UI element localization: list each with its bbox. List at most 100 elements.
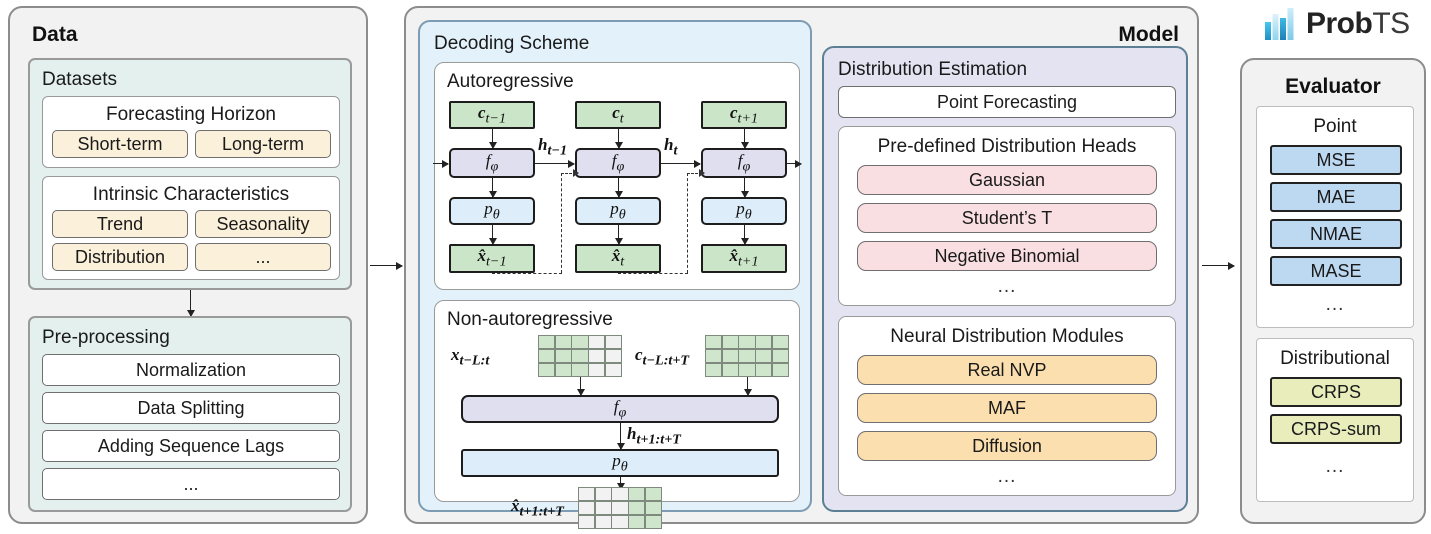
model-panel-title: Model <box>1118 23 1179 46</box>
logo-text-ts: TS <box>1372 7 1410 40</box>
neural-modules-title: Neural Distribution Modules <box>890 326 1124 347</box>
ar-feedback-arrowhead-2 <box>699 168 705 177</box>
logo-text-prob: Prob <box>1306 7 1373 40</box>
ar-encoder-node-3: fφ <box>701 148 787 178</box>
ar-context-node-2: ct <box>575 101 661 129</box>
arrow-datasets-to-preprocessing <box>186 290 195 317</box>
chip-preprocessing-more[interactable]: ... <box>42 468 340 500</box>
ar-arrow-p2-x2 <box>614 225 623 245</box>
ar-arrow-f1-p1 <box>488 178 497 198</box>
ar-context-node-3: ct+1 <box>701 101 787 129</box>
chip-mse[interactable]: MSE <box>1270 145 1402 175</box>
datasets-title: Datasets <box>42 69 117 90</box>
ar-encoder-node-2: fφ <box>575 148 661 178</box>
chip-diffusion[interactable]: Diffusion <box>857 431 1157 461</box>
chip-real-nvp[interactable]: Real NVP <box>857 355 1157 385</box>
ar-feedback-path-1 <box>492 273 562 274</box>
ar-arrow-c1-f1 <box>488 129 497 149</box>
evaluator-panel: Evaluator Point MSE MAE NMAE MASE ... Di… <box>1240 58 1426 524</box>
ar-output-node-1: x̂t−1 <box>449 244 535 273</box>
chip-point-forecasting[interactable]: Point Forecasting <box>838 86 1176 118</box>
chip-long-term[interactable]: Long-term <box>195 130 331 158</box>
ar-feedback-entry-1 <box>561 173 576 174</box>
nar-output-label: x̂t+1:t+T <box>511 496 564 520</box>
distribution-estimation-title: Distribution Estimation <box>838 59 1028 80</box>
model-panel: Model Decoding Scheme Autoregressive ct−… <box>404 6 1199 529</box>
distribution-estimation-group: Distribution Estimation Point Forecastin… <box>822 46 1188 512</box>
nar-hidden-label: ht+1:t+T <box>627 424 681 448</box>
evaluator-distributional-box: Distributional CRPS CRPS-sum ... <box>1256 338 1414 502</box>
datasets-group: Datasets Forecasting Horizon Short-term … <box>28 58 352 290</box>
chip-students-t[interactable]: Student’s T <box>857 203 1157 233</box>
chip-data-splitting[interactable]: Data Splitting <box>42 392 340 424</box>
ar-arrow-c2-f2 <box>614 129 623 149</box>
preprocessing-group: Pre-processing Normalization Data Splitt… <box>28 316 352 512</box>
chip-mae[interactable]: MAE <box>1270 182 1402 212</box>
nar-encoder-node: fφ <box>461 395 779 423</box>
evaluator-point-title: Point <box>1313 116 1357 137</box>
chip-intrinsic-more[interactable]: ... <box>195 243 331 271</box>
autoregressive-title: Autoregressive <box>447 71 574 92</box>
chip-gaussian[interactable]: Gaussian <box>857 165 1157 195</box>
autoregressive-box: Autoregressive ct−1 fφ pθ x̂t−1 ct fφ pθ <box>433 62 802 290</box>
chip-seasonality[interactable]: Seasonality <box>195 210 331 238</box>
bar-chart-logo-icon <box>1265 8 1294 40</box>
nar-arrow-c-to-f <box>743 377 752 396</box>
intrinsic-characteristics-box: Intrinsic Characteristics Trend Seasonal… <box>42 176 340 280</box>
chip-adding-sequence-lags[interactable]: Adding Sequence Lags <box>42 430 340 462</box>
chip-normalization[interactable]: Normalization <box>42 354 340 386</box>
ar-arrow-c3-f3 <box>740 129 749 149</box>
chip-trend[interactable]: Trend <box>52 210 188 238</box>
data-panel: Data Datasets Forecasting Horizon Short-… <box>8 6 368 524</box>
ar-dist-node-2: pθ <box>575 197 661 225</box>
chip-crps[interactable]: CRPS <box>1270 377 1402 407</box>
ar-context-node-1: ct−1 <box>449 101 535 129</box>
chip-negative-binomial[interactable]: Negative Binomial <box>857 241 1157 271</box>
chip-maf[interactable]: MAF <box>857 393 1157 423</box>
forecasting-horizon-box: Forecasting Horizon Short-term Long-term <box>42 96 340 168</box>
predefined-heads-box: Pre-defined Distribution Heads Gaussian … <box>838 126 1176 306</box>
forecasting-horizon-title: Forecasting Horizon <box>105 104 277 125</box>
ar-output-node-2: x̂t <box>575 244 661 273</box>
preprocessing-title: Pre-processing <box>42 327 170 348</box>
ar-arrow-f3-p3 <box>740 178 749 198</box>
ar-feedback-riser-1 <box>561 173 562 273</box>
evaluator-panel-title: Evaluator <box>1285 75 1381 98</box>
ar-hidden-label-2: ht <box>664 135 678 159</box>
ar-arrow-h1 <box>535 159 575 168</box>
ar-feedback-entry-2 <box>687 173 702 174</box>
chip-short-term[interactable]: Short-term <box>52 130 188 158</box>
ar-dist-node-1: pθ <box>449 197 535 225</box>
ar-arrow-h2 <box>661 159 701 168</box>
nar-context-grid <box>705 335 789 377</box>
non-autoregressive-title: Non-autoregressive <box>447 309 613 330</box>
ar-arrow-in <box>433 159 449 168</box>
neural-modules-box: Neural Distribution Modules Real NVP MAF… <box>838 316 1176 496</box>
evaluator-distributional-title: Distributional <box>1280 348 1390 369</box>
non-autoregressive-box: Non-autoregressive xt−L:t ct−L:t+T <box>434 300 800 529</box>
ar-arrow-p1-x1 <box>488 225 497 245</box>
arrow-model-to-evaluator <box>1202 261 1235 270</box>
probts-logo: ProbTS <box>1265 8 1410 40</box>
ar-feedback-riser-2 <box>687 173 688 273</box>
chip-nmae[interactable]: NMAE <box>1270 219 1402 249</box>
data-panel-title: Data <box>32 23 78 46</box>
evaluator-point-more: ... <box>1325 294 1345 315</box>
chip-mase[interactable]: MASE <box>1270 256 1402 286</box>
ar-dist-node-3: pθ <box>701 197 787 225</box>
predefined-heads-more: ... <box>997 276 1017 297</box>
nar-output-grid <box>578 487 662 529</box>
chip-distribution[interactable]: Distribution <box>52 243 188 271</box>
evaluator-point-box: Point MSE MAE NMAE MASE ... <box>1256 106 1414 328</box>
ar-output-node-3: x̂t+1 <box>701 244 787 273</box>
neural-modules-more: ... <box>997 466 1017 487</box>
chip-crps-sum[interactable]: CRPS-sum <box>1270 414 1402 444</box>
intrinsic-characteristics-title: Intrinsic Characteristics <box>92 184 290 205</box>
ar-encoder-node-1: fφ <box>449 148 535 178</box>
nar-arrow-p-to-out <box>616 477 625 490</box>
nar-dist-node: pθ <box>461 449 779 477</box>
nar-input-grid <box>538 335 622 377</box>
ar-arrow-out <box>787 159 802 168</box>
ar-hidden-label-1: ht−1 <box>538 135 568 159</box>
